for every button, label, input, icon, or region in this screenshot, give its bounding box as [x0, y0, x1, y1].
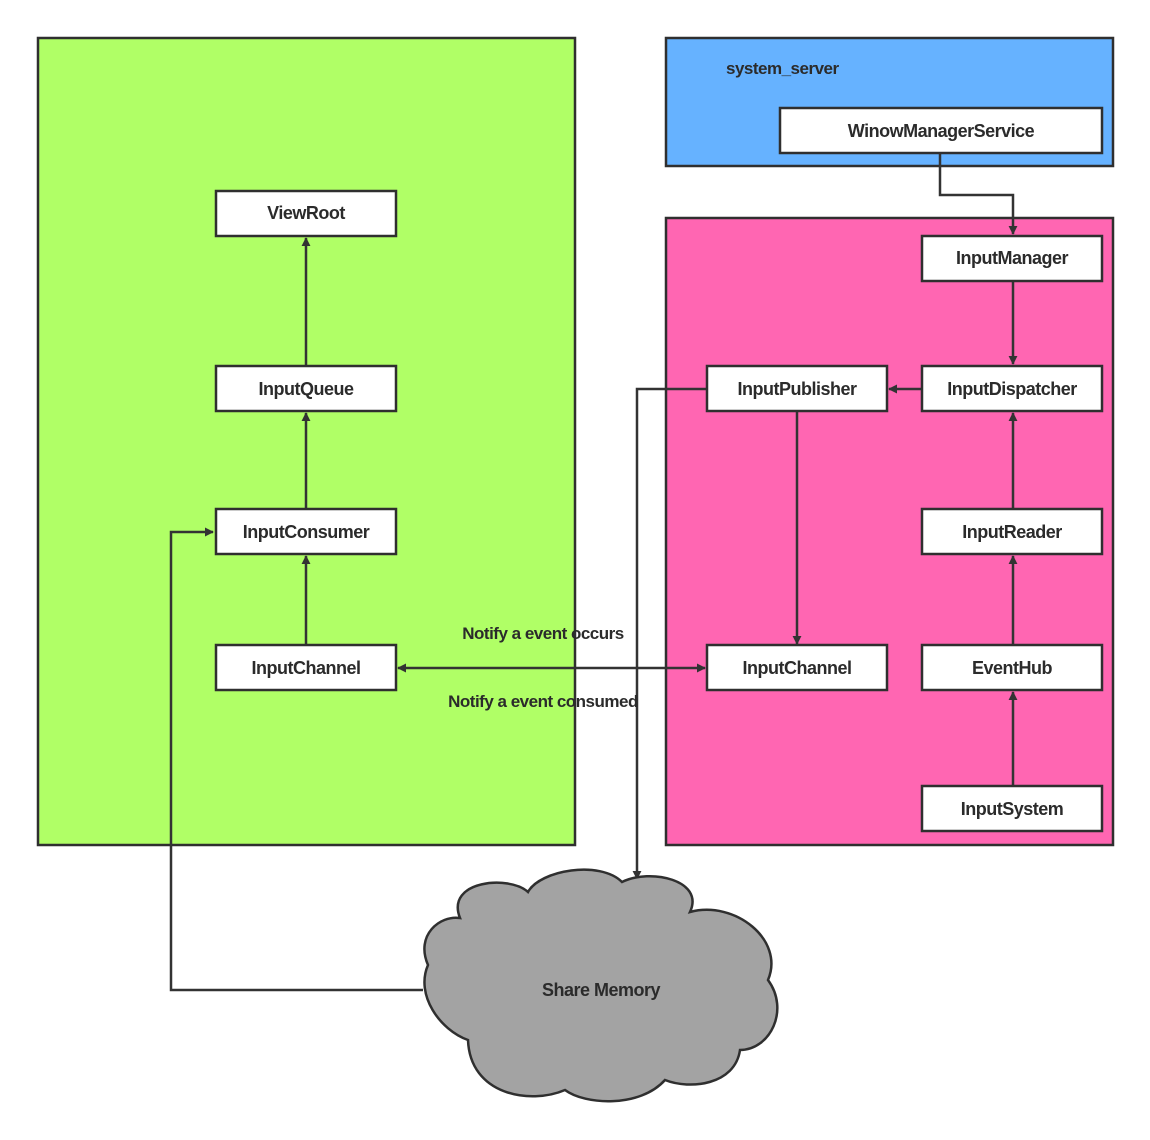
system-server-label: system_server: [726, 59, 839, 78]
node-inputdispatcher: InputDispatcher: [920, 364, 1104, 413]
edge-publisher-to-sharememory: [632, 387, 707, 880]
node-inputreader: InputReader: [920, 507, 1104, 556]
node-label: ViewRoot: [267, 203, 345, 223]
edge-label-notify-occurs: Notify a event occurs: [462, 624, 623, 643]
cloud-shape: [423, 868, 779, 1103]
node-label: EventHub: [972, 658, 1053, 678]
node-inputmanager: InputManager: [920, 234, 1104, 283]
share-memory-cloud: Share Memory: [423, 868, 779, 1103]
node-label: InputDispatcher: [947, 379, 1077, 399]
edge-label-notify-consumed: Notify a event consumed: [448, 692, 638, 711]
node-viewroot: ViewRoot: [214, 189, 398, 238]
node-label: InputQueue: [259, 379, 354, 399]
edge-sharememory-to-consumer: [169, 527, 423, 992]
share-memory-label: Share Memory: [542, 980, 661, 1000]
node-inputpublisher: InputPublisher: [705, 364, 889, 413]
node-label: InputPublisher: [738, 379, 857, 399]
node-inputchannel-sys: InputChannel: [705, 643, 889, 692]
node-inputconsumer: InputConsumer: [214, 507, 398, 556]
node-eventhub: EventHub: [920, 643, 1104, 692]
node-label: InputSystem: [961, 799, 1064, 819]
edge-wms-to-inputmanager: [938, 153, 1018, 235]
node-label: InputManager: [956, 248, 1068, 268]
node-inputsystem: InputSystem: [920, 784, 1104, 833]
node-label: InputChannel: [252, 658, 361, 678]
node-inputchannel-app: InputChannel: [214, 643, 398, 692]
node-label: WinowManagerService: [848, 121, 1035, 141]
node-label: InputReader: [962, 522, 1062, 542]
node-inputqueue: InputQueue: [214, 364, 398, 413]
node-winow-manager-service: WinowManagerService: [778, 106, 1104, 155]
node-label: InputConsumer: [243, 522, 370, 542]
node-label: InputChannel: [743, 658, 852, 678]
